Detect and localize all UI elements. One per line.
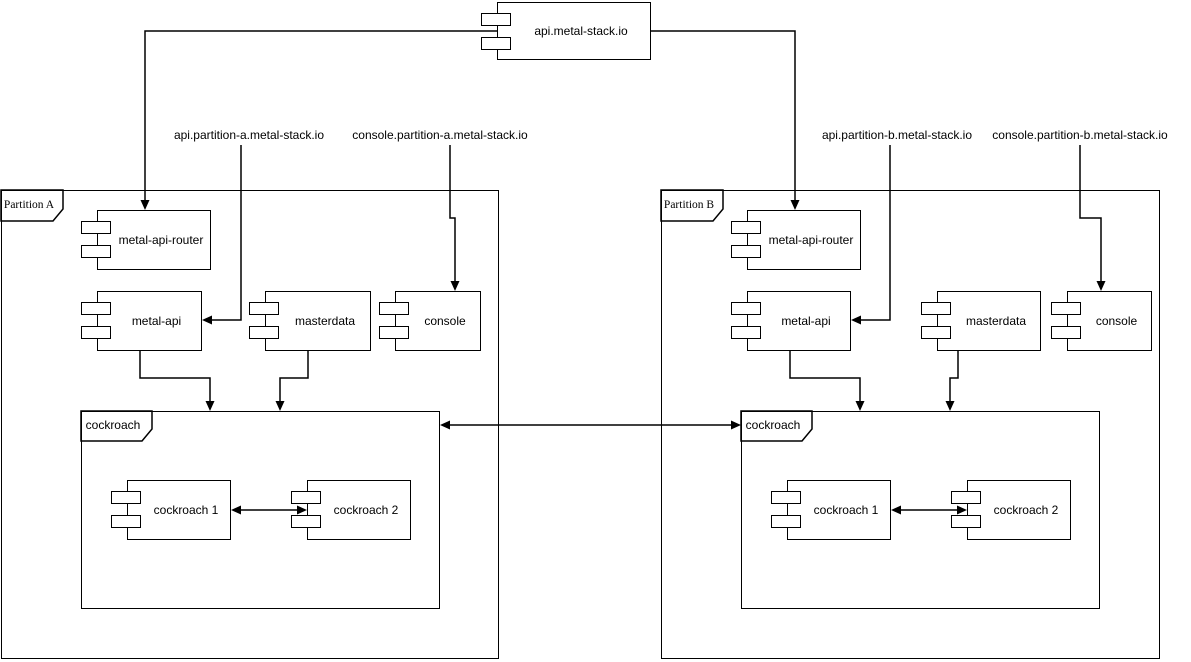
arrowhead bbox=[440, 420, 450, 430]
component-port-icon bbox=[1051, 302, 1081, 315]
component-port-icon bbox=[771, 491, 801, 504]
component-label: api.metal-stack.io bbox=[534, 24, 628, 38]
arrowhead bbox=[957, 505, 967, 515]
arrowhead bbox=[140, 200, 150, 210]
cockroach-package-a bbox=[81, 411, 440, 609]
component-port-icon bbox=[921, 326, 951, 339]
component-port-icon bbox=[291, 491, 321, 504]
component-port-icon bbox=[771, 515, 801, 528]
component-cockroach-2-a: cockroach 2 bbox=[291, 480, 411, 540]
component-cockroach-1-a: cockroach 1 bbox=[111, 480, 231, 540]
component-port-icon bbox=[921, 302, 951, 315]
component-label: cockroach 1 bbox=[153, 503, 219, 517]
component-console-b: console bbox=[1051, 291, 1152, 351]
component-label: metal-api bbox=[131, 314, 182, 328]
component-port-icon bbox=[249, 326, 279, 339]
component-port-icon bbox=[81, 302, 111, 315]
component-port-icon bbox=[81, 221, 111, 234]
component-port-icon bbox=[951, 515, 981, 528]
component-port-icon bbox=[111, 515, 141, 528]
component-metal-api-b: metal-api bbox=[731, 291, 851, 351]
connector-metal-api-a-to-cockroach bbox=[139, 351, 211, 401]
component-port-icon bbox=[81, 245, 111, 258]
partition-a-frame bbox=[1, 190, 499, 659]
component-port-icon bbox=[111, 491, 141, 504]
connector-masterdata-b-to-cockroach bbox=[949, 351, 959, 401]
dns-label-api-partition-b: api.partition-b.metal-stack.io bbox=[821, 128, 973, 142]
component-port-icon bbox=[379, 326, 409, 339]
connector-dns-console-a-to-console bbox=[449, 145, 456, 281]
component-port-icon bbox=[731, 326, 761, 339]
component-port-icon bbox=[81, 326, 111, 339]
connector-dns-api-b-to-metal-api bbox=[861, 145, 891, 321]
arrowhead bbox=[297, 505, 307, 515]
arrowhead bbox=[855, 401, 865, 411]
partition-b-frame bbox=[661, 190, 1160, 659]
connector-dns-console-b-to-console bbox=[1079, 145, 1102, 281]
arrowhead bbox=[731, 420, 741, 430]
component-label: masterdata bbox=[965, 314, 1027, 328]
arrowhead bbox=[205, 401, 215, 411]
component-masterdata-b: masterdata bbox=[921, 291, 1041, 351]
connector-api-to-router-b bbox=[651, 30, 796, 201]
arrowhead bbox=[275, 401, 285, 411]
dns-label-console-partition-a: console.partition-a.metal-stack.io bbox=[352, 128, 528, 142]
cockroach-b-tab-label: cockroach bbox=[745, 418, 801, 432]
dns-label-api-partition-a: api.partition-a.metal-stack.io bbox=[173, 128, 325, 142]
connector-metal-api-b-to-cockroach bbox=[789, 351, 861, 401]
component-port-icon bbox=[1051, 326, 1081, 339]
component-label: metal-api-router bbox=[118, 233, 204, 247]
component-api-metal-stack-io: api.metal-stack.io bbox=[481, 2, 651, 60]
arrowhead bbox=[202, 315, 212, 325]
component-port-icon bbox=[731, 302, 761, 315]
component-port-icon bbox=[731, 221, 761, 234]
component-port-icon bbox=[481, 13, 511, 26]
cockroach-package-b bbox=[741, 411, 1100, 609]
component-label: cockroach 2 bbox=[993, 503, 1059, 517]
arrowhead bbox=[891, 505, 901, 515]
component-cockroach-2-b: cockroach 2 bbox=[951, 480, 1071, 540]
partition-b-tab-label: Partition B bbox=[663, 198, 715, 211]
cockroach-a-tab-label: cockroach bbox=[85, 418, 141, 432]
component-metal-api-router-b: metal-api-router bbox=[731, 210, 861, 270]
partition-a-tab-label: Partition A bbox=[3, 198, 55, 211]
dns-label-console-partition-b: console.partition-b.metal-stack.io bbox=[992, 128, 1168, 142]
component-metal-api-router-a: metal-api-router bbox=[81, 210, 211, 270]
connector-dns-api-a-to-metal-api bbox=[212, 145, 242, 321]
component-label: cockroach 1 bbox=[813, 503, 879, 517]
component-port-icon bbox=[481, 37, 511, 50]
arrowhead bbox=[231, 505, 241, 515]
connector-api-to-router-a bbox=[144, 30, 497, 201]
connector-masterdata-a-to-cockroach bbox=[279, 351, 309, 401]
component-port-icon bbox=[731, 245, 761, 258]
component-port-icon bbox=[291, 515, 321, 528]
component-port-icon bbox=[249, 302, 279, 315]
arrowhead bbox=[1096, 281, 1106, 291]
component-port-icon bbox=[951, 491, 981, 504]
component-masterdata-a: masterdata bbox=[249, 291, 371, 351]
arrowhead bbox=[450, 281, 460, 291]
component-cockroach-1-b: cockroach 1 bbox=[771, 480, 891, 540]
component-port-icon bbox=[379, 302, 409, 315]
component-metal-api-a: metal-api bbox=[81, 291, 202, 351]
arrowhead bbox=[851, 315, 861, 325]
arrowhead bbox=[945, 401, 955, 411]
component-label: console bbox=[424, 314, 466, 328]
component-label: masterdata bbox=[294, 314, 356, 328]
component-label: console bbox=[1095, 314, 1138, 328]
arrowhead bbox=[790, 200, 800, 210]
component-console-a: console bbox=[379, 291, 481, 351]
component-label: metal-api bbox=[781, 314, 831, 328]
component-label: metal-api-router bbox=[768, 233, 854, 247]
component-label: cockroach 2 bbox=[333, 503, 399, 517]
